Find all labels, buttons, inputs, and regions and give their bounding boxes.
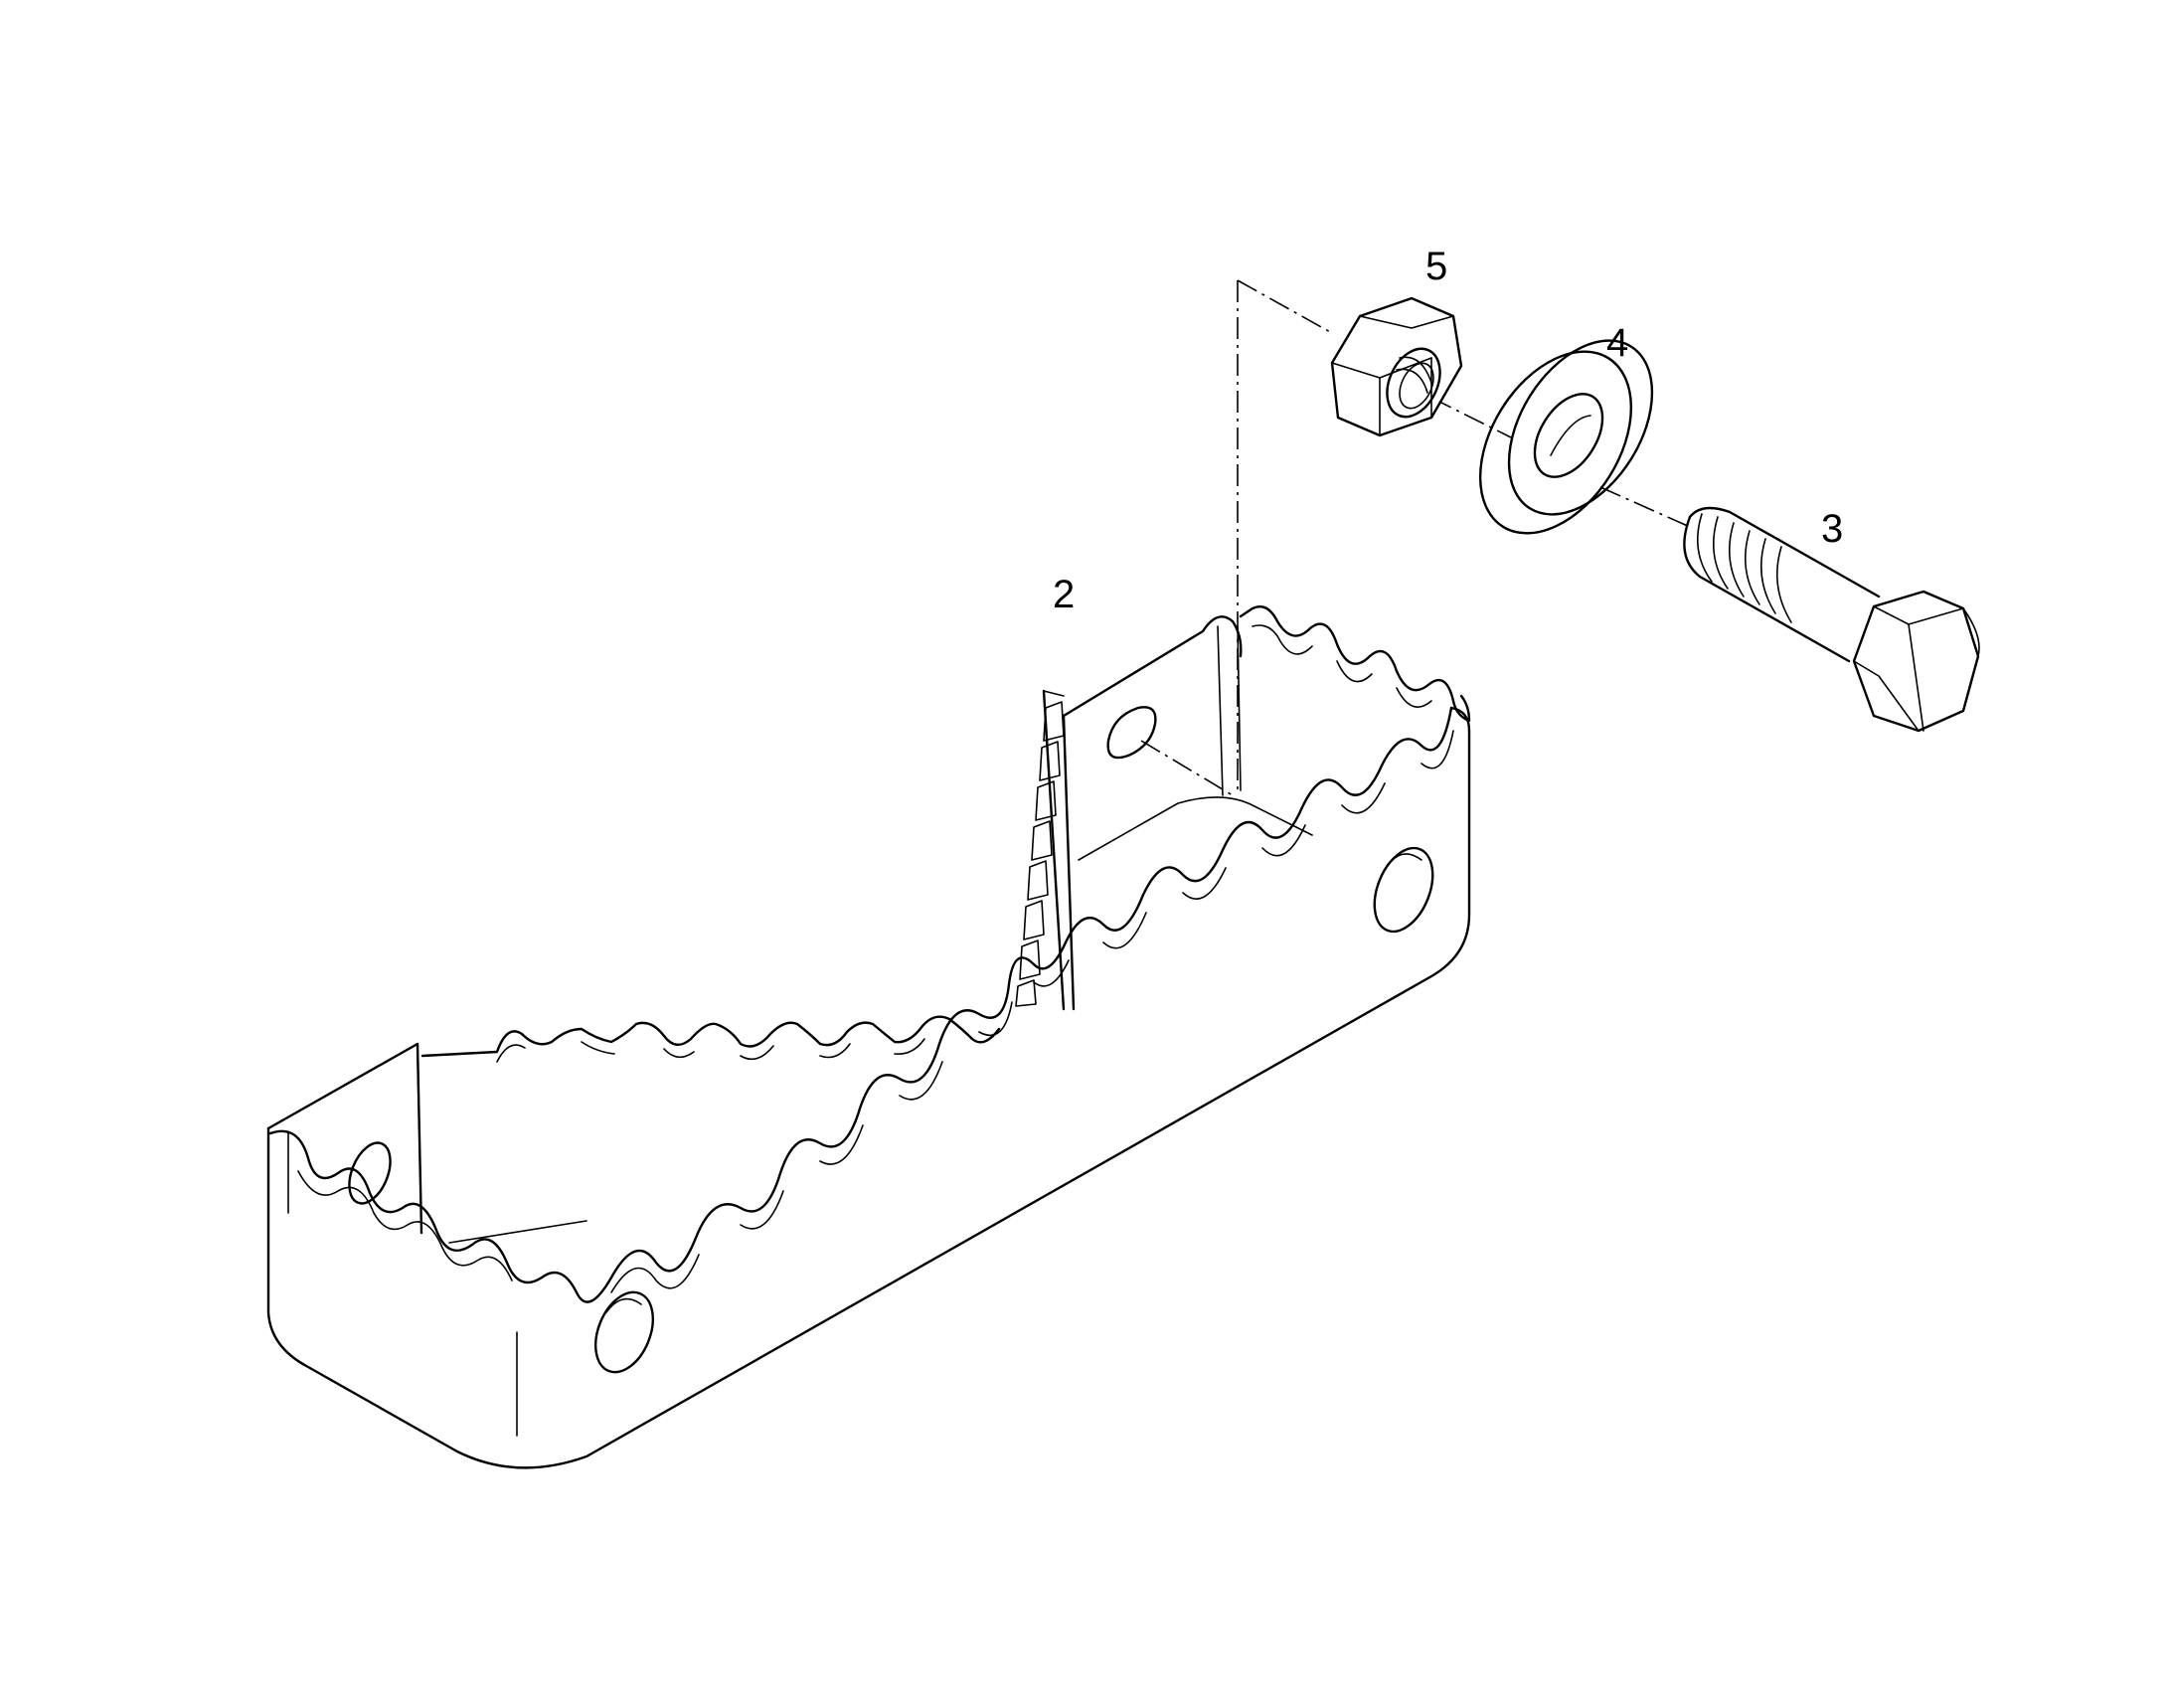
bolt-threads [1696, 513, 1792, 623]
mounting-hole-right [1373, 846, 1434, 934]
callout-nut: 5 [1425, 245, 1448, 288]
callout-step-bracket: 2 [1053, 573, 1076, 616]
bracket-serrated-edge-rear [420, 1015, 1001, 1058]
riser-serration [1015, 701, 1065, 1007]
mounting-hole-left-front [594, 1290, 654, 1374]
callout-washer: 4 [1606, 321, 1629, 365]
mounting-hole-left-end [348, 1141, 392, 1205]
bracket-left-endplate [266, 1042, 423, 1235]
step-bracket [266, 604, 1471, 1469]
bracket-serrated-edge-front [268, 706, 1453, 1303]
bracket-front-face [266, 706, 1471, 1469]
callout-bolt: 3 [1821, 507, 1844, 551]
assembly-centerlines [1237, 279, 1691, 795]
hex-nut [1330, 296, 1463, 437]
hex-bolt [1683, 506, 1980, 733]
flat-washer [1478, 339, 1654, 535]
bracket-rear-riser [1042, 689, 1066, 1011]
bracket-upper-serrated-edge [1239, 604, 1471, 723]
riser-slot [1106, 706, 1157, 760]
